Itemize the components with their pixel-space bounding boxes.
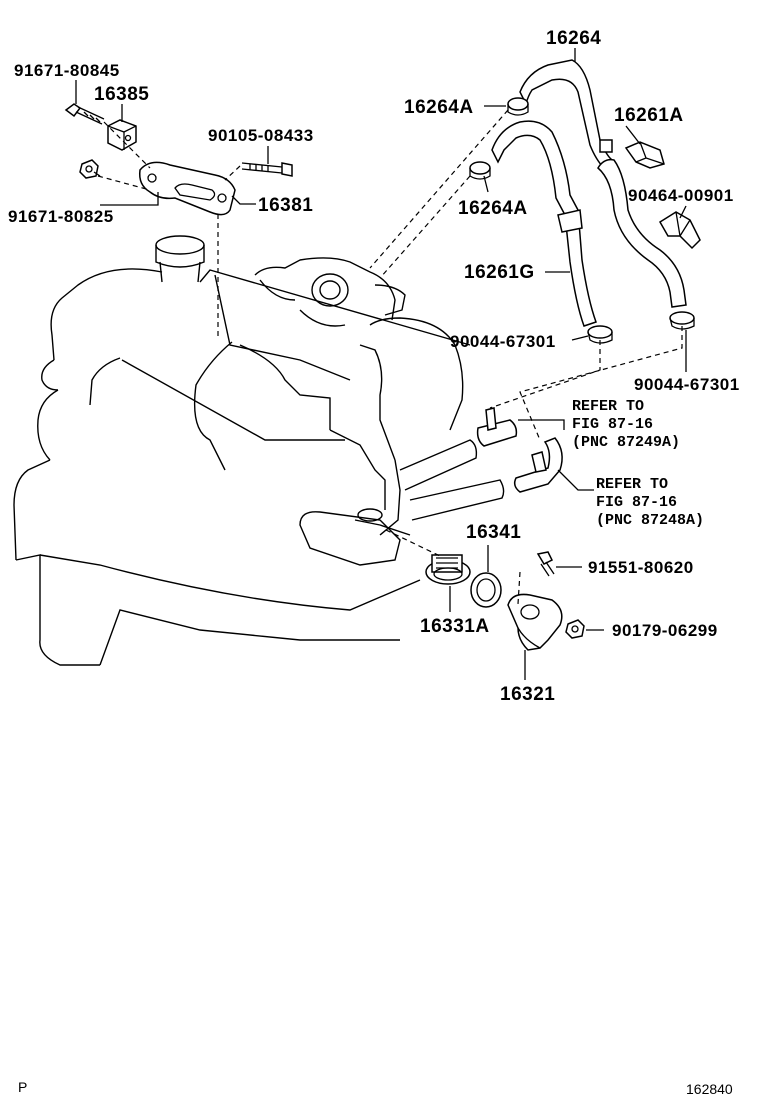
label-90044-67301-right: 90044-67301 (634, 375, 740, 394)
clip-16261A (624, 141, 665, 169)
footer-figure-number: 162840 (686, 1081, 733, 1097)
heater-pipe-87249A (476, 407, 518, 447)
label-91671-80845: 91671-80845 (14, 61, 120, 80)
bolt-90105-08433 (241, 162, 293, 177)
heater-pipe-87248A (513, 437, 563, 493)
label-16261A: 16261A (614, 105, 684, 126)
footer-left-code: P (18, 1079, 27, 1095)
ref-1-line1: REFER TO (572, 398, 644, 415)
label-16381: 16381 (258, 195, 313, 216)
callout-labels: 91671-80845 16385 90105-08433 91671-8082… (8, 28, 740, 705)
label-16341: 16341 (466, 522, 521, 543)
label-16264A-lower: 16264A (458, 198, 528, 219)
clip-90464-00901 (658, 211, 701, 250)
hose-16264-lower (597, 158, 687, 308)
hose-16264 (519, 59, 614, 170)
hose-16261G (491, 120, 597, 327)
label-90464-00901: 90464-00901 (628, 186, 734, 205)
nut-91671-80825 (79, 159, 101, 179)
footer: P 162840 (18, 1079, 733, 1097)
bracket-16381 (138, 161, 236, 216)
label-16264: 16264 (546, 28, 601, 49)
ref-2-line3: (PNC 87248A) (596, 512, 704, 529)
label-16331A: 16331A (420, 616, 490, 637)
bolt-91551-80620 (536, 551, 555, 577)
label-90044-67301-left: 90044-67301 (450, 332, 556, 351)
label-91671-80825: 91671-80825 (8, 207, 114, 226)
clamp-16264A-lower (469, 161, 491, 180)
thermostat-16331A (425, 554, 471, 585)
label-16385: 16385 (94, 84, 149, 105)
leader-lines (75, 48, 687, 680)
label-16261G: 16261G (464, 262, 535, 283)
label-90105-08433: 90105-08433 (208, 126, 314, 145)
ref-2-line1: REFER TO (596, 476, 668, 493)
ref-1-line2: FIG 87-16 (572, 416, 653, 433)
gasket-16341 (470, 572, 502, 608)
assembly-dashed-lines (97, 109, 683, 605)
nut-90179-06299 (565, 619, 585, 639)
engine-block-outline (13, 235, 505, 666)
clamp-16264A-upper (507, 97, 529, 116)
water-inlet-16321 (507, 593, 563, 651)
bolt-91671-80845 (64, 103, 105, 125)
label-16321: 16321 (500, 684, 555, 705)
label-16264A-upper: 16264A (404, 97, 474, 118)
label-90179-06299: 90179-06299 (612, 621, 718, 640)
bracket-16385 (107, 119, 137, 151)
label-91551-80620: 91551-80620 (588, 558, 694, 577)
reference-notes: REFER TO FIG 87-16 (PNC 87249A) REFER TO… (572, 398, 704, 529)
ref-1-line3: (PNC 87249A) (572, 434, 680, 451)
ref-2-line2: FIG 87-16 (596, 494, 677, 511)
